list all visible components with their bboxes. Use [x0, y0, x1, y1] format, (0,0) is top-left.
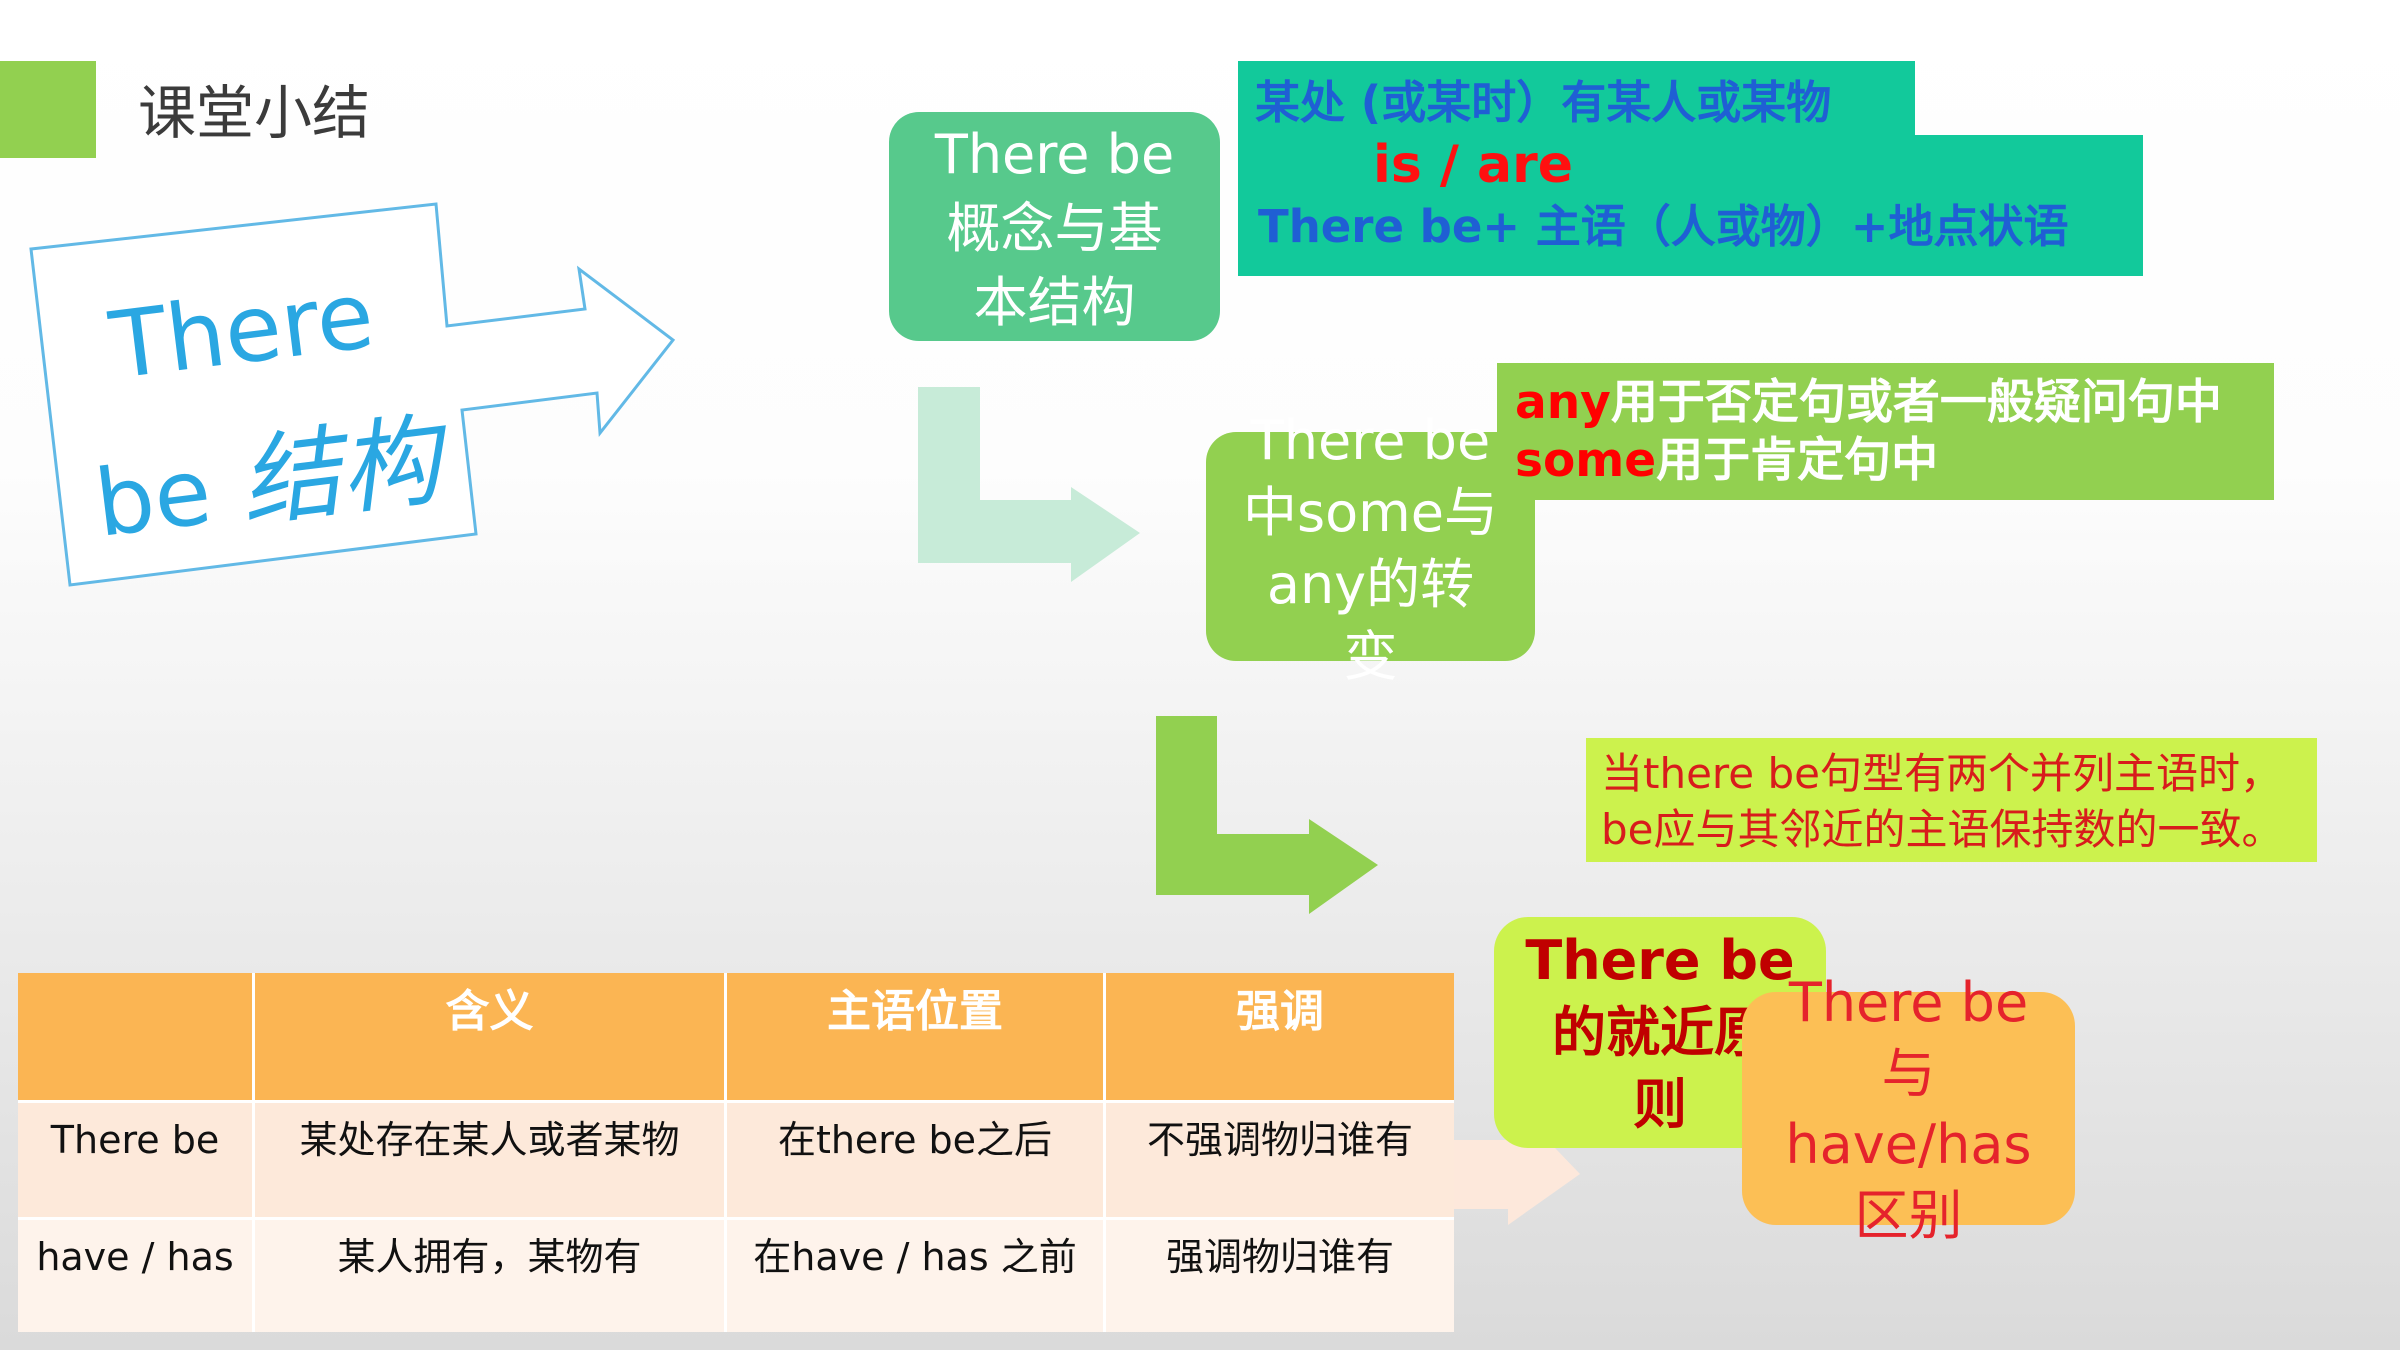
proximity-note: 当there be句型有两个并列主语时， be应与其邻近的主语保持数的一致。	[1586, 738, 2317, 862]
node-concept-text: There be 概念与基 本结构	[889, 118, 1220, 340]
node-some-any-line: any的转	[1266, 553, 1475, 616]
node-proximity-line: There be	[1525, 929, 1795, 992]
table-cell: 在there be之后	[727, 1103, 1103, 1217]
keyword-any: any	[1515, 375, 1611, 430]
rule-text: 用于否定句或者一般疑问句中	[1610, 375, 2222, 430]
node-vs-text: There be 与 have/has 区别	[1742, 967, 2075, 1251]
table-cell: 不强调物归谁有	[1106, 1103, 1454, 1217]
step-arrow-1	[918, 387, 1140, 582]
table-header-cell	[18, 973, 252, 1100]
node-concept-line: 概念与基	[946, 197, 1163, 260]
slide-title: 课堂小结	[138, 79, 371, 147]
concept-note-top	[1238, 61, 1915, 135]
table-header-cell: 主语位置	[727, 973, 1103, 1100]
table-header-cell: 强调	[1106, 973, 1454, 1100]
title-accent-square	[0, 61, 96, 158]
table-header-cell: 含义	[255, 973, 724, 1100]
node-some-any-text: There be 中some与 any的转 变	[1206, 405, 1535, 693]
node-proximity-text: There be 的就近原 则	[1494, 925, 1826, 1141]
concept-note-bottom	[1238, 135, 2143, 276]
concept-note-meaning: 某处 (或某时）有某人或某物	[1255, 76, 1832, 129]
some-any-note: any用于否定句或者一般疑问句中 some用于肯定句中	[1497, 363, 2274, 500]
node-some-any-line: 中some与	[1243, 481, 1498, 544]
comparison-table: 含义 主语位置 强调 There be 某处存在某人或者某物 在there be…	[18, 973, 1454, 1332]
node-some-any-line: 变	[1343, 625, 1398, 688]
table-cell: 某人拥有，某物有	[255, 1220, 724, 1332]
node-vs-line: 区别	[1854, 1184, 1963, 1247]
topic-arrow-shape	[29, 202, 676, 587]
table-cell: 在have / has 之前	[727, 1220, 1103, 1332]
proximity-note-line: 当there be句型有两个并列主语时，	[1601, 749, 2282, 798]
node-concept-line: There be	[934, 123, 1175, 186]
node-some-any: There be 中some与 any的转 变	[1206, 409, 1535, 688]
table-cell: have / has	[18, 1220, 252, 1332]
concept-note-structure: There be+ 主语（人或物）+地点状语	[1258, 200, 2069, 253]
keyword-some: some	[1515, 433, 1657, 488]
proximity-note-line: be应与其邻近的主语保持数的一致。	[1601, 805, 2284, 854]
node-proximity-line: 则	[1633, 1073, 1687, 1136]
topic-text-structure: 结构	[234, 400, 458, 542]
node-proximity-line: 的就近原	[1552, 1001, 1768, 1064]
node-some-any-line: There be	[1250, 409, 1491, 472]
node-concept: There be 概念与基 本结构	[889, 112, 1220, 341]
step-arrow-2	[1156, 716, 1378, 914]
table-cell: 强调物归谁有	[1106, 1220, 1454, 1332]
node-vs-line: There be	[1788, 971, 2029, 1034]
some-any-note-line: any用于否定句或者一般疑问句中	[1515, 375, 2222, 431]
rule-text: 用于肯定句中	[1656, 433, 1939, 488]
table-cell: 某处存在某人或者某物	[255, 1103, 724, 1217]
node-concept-line: 本结构	[973, 271, 1136, 334]
concept-note-verb: is / are	[1373, 135, 1573, 195]
node-vs-line: 与	[1881, 1042, 1936, 1105]
topic-text-be: be	[90, 438, 217, 558]
table-cell: There be	[18, 1103, 252, 1217]
node-there-be-vs-have: There be 与 have/has 区别	[1742, 971, 2075, 1247]
some-any-note-line: some用于肯定句中	[1515, 433, 1938, 489]
node-vs-line: have/has	[1785, 1113, 2032, 1176]
